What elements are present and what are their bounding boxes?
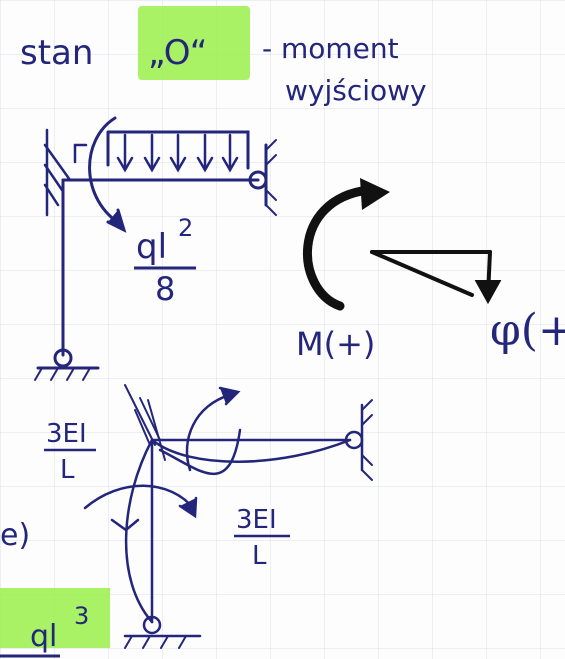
stiffness-label-right: 3EI L (234, 505, 290, 571)
rotation-sign-label: φ(+) (490, 305, 565, 356)
stiffness-left-numerator: 3EI (46, 419, 87, 449)
moment-sign-label: M(+) (296, 325, 375, 363)
moment-sign-arc (303, 185, 373, 311)
frame2-small-arrow (110, 518, 140, 532)
frame2-deflected-column (124, 438, 154, 624)
frame2-rotation-arc-top (185, 393, 232, 472)
rotation-arrowhead (474, 280, 502, 305)
title-moment: - moment (262, 32, 399, 65)
distributed-load-outline (106, 130, 250, 170)
title-subtitle: wyjściowy (285, 74, 427, 107)
frame2-bottom-pin (142, 615, 162, 635)
bottom-highlight (0, 588, 110, 648)
title-state-name: „O“ (148, 33, 207, 73)
bottom-pin-support (53, 348, 73, 368)
title-word: stan (20, 33, 93, 73)
stiffness-left-denominator: L (60, 455, 75, 485)
bottom-ground-hatch (34, 367, 91, 381)
bottom-value-exponent: 3 (74, 602, 89, 630)
rotation-rotated-line (370, 250, 474, 297)
moment-value-denominator: 8 (155, 270, 175, 308)
moment-arrowhead (106, 208, 127, 233)
bottom-value-base: ql (30, 619, 57, 654)
stiffness-right-numerator: 3EI (236, 505, 277, 535)
moment-value-numerator: ql (136, 227, 167, 267)
right-wall-hatch (265, 139, 277, 216)
frame2-joint-hatch (124, 384, 166, 461)
distributed-load-arrows (116, 133, 239, 173)
frame2-rotation-arc-right (158, 428, 242, 476)
moment-value-exponent: 2 (178, 214, 193, 242)
frame2-deflected-beam (150, 438, 352, 463)
moment-sign-arrowhead (360, 178, 390, 210)
frame2-rotation-arrowhead-top (218, 386, 241, 406)
moment-value-label: ql 2 8 (134, 214, 196, 308)
title-highlight (138, 6, 250, 80)
left-edge-fragment: e) (0, 518, 30, 553)
frame-diagram-stiffness (83, 384, 373, 649)
fixed-support-hatch (43, 128, 88, 217)
stiffness-label-left: 3EI L (44, 419, 96, 485)
frame-diagram-loaded (34, 116, 277, 381)
frame2-rotation-arc-bottom (83, 484, 197, 512)
frame2-rotation-arrowhead-bottom (178, 496, 198, 519)
rotation-sign-sketch (370, 250, 502, 305)
moment-arc (88, 116, 124, 227)
frame2-bottom-ground-hatch (124, 635, 187, 649)
stiffness-right-denominator: L (252, 541, 267, 571)
frame2-right-wall-hatch (361, 399, 373, 481)
